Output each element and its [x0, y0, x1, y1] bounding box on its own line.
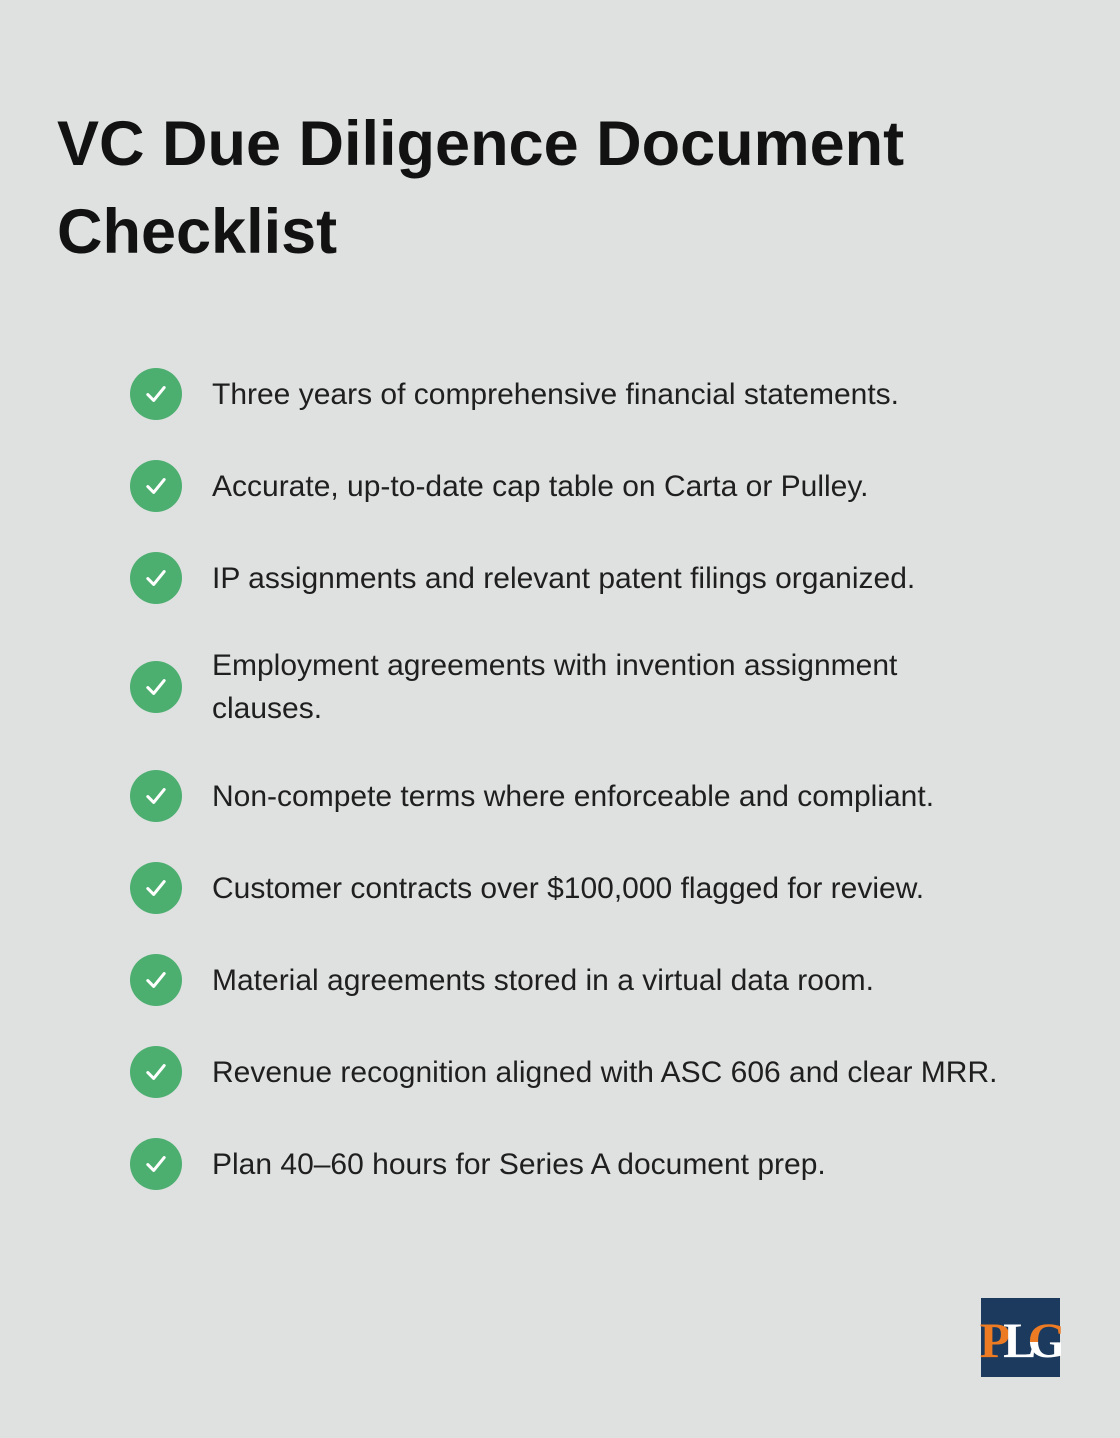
check-circle: [130, 862, 182, 914]
logo-letter-l: L: [1003, 1311, 1036, 1368]
check-circle: [130, 1046, 182, 1098]
page-title: VC Due Diligence Document Checklist: [57, 109, 905, 267]
checklist-item: Employment agreements with invention ass…: [130, 644, 1015, 730]
checkmark-icon: [146, 386, 166, 402]
plg-logo-text: PLG: [979, 1311, 1067, 1368]
plg-logo: PLG: [979, 1298, 1067, 1377]
checklist-item-text: Three years of comprehensive financial s…: [212, 377, 899, 411]
checkmark-icon: [146, 570, 166, 586]
check-circle: [130, 1138, 182, 1190]
checklist-item-text: Employment agreements with invention ass…: [212, 649, 898, 725]
check-circle: [130, 661, 182, 713]
logo-letter-g: G: [1027, 1311, 1067, 1368]
checklist-item-text: Non-compete terms where enforceable and …: [212, 779, 935, 813]
checkmark-icon: [146, 478, 166, 494]
checklist-item-text: Accurate, up-to-date cap table on Carta …: [212, 469, 869, 503]
checkmark-icon: [146, 788, 166, 804]
checkmark-icon: [146, 1064, 166, 1080]
checklist-item: Plan 40–60 hours for Series A document p…: [130, 1138, 1015, 1190]
check-circle: [130, 460, 182, 512]
checklist-item: Accurate, up-to-date cap table on Carta …: [130, 460, 1015, 512]
checklist-item-text: Customer contracts over $100,000 flagged…: [212, 871, 925, 905]
checklist-item: Three years of comprehensive financial s…: [130, 368, 1015, 420]
checklist-item: Non-compete terms where enforceable and …: [130, 770, 1015, 822]
checklist-item: Material agreements stored in a virtual …: [130, 954, 1015, 1006]
checkmark-icon: [146, 1156, 166, 1172]
check-circle: [130, 954, 182, 1006]
checklist-item-text: Material agreements stored in a virtual …: [212, 963, 874, 997]
checklist-item: IP assignments and relevant patent filin…: [130, 552, 1015, 604]
checkmark-icon: [146, 880, 166, 896]
checkmark-icon: [146, 679, 166, 695]
checklist-item-text: Plan 40–60 hours for Series A document p…: [212, 1147, 826, 1181]
check-circle: [130, 368, 182, 420]
check-circle: [130, 552, 182, 604]
checklist-item-text: IP assignments and relevant patent filin…: [212, 561, 916, 595]
checklist: Three years of comprehensive financial s…: [130, 368, 1015, 1190]
checklist-item: Customer contracts over $100,000 flagged…: [130, 862, 1015, 914]
checkmark-icon: [146, 972, 166, 988]
logo-letter-p: P: [979, 1311, 1010, 1368]
checklist-item-text: Revenue recognition aligned with ASC 606…: [212, 1055, 998, 1089]
check-circle: [130, 770, 182, 822]
checklist-item: Revenue recognition aligned with ASC 606…: [130, 1046, 1015, 1098]
